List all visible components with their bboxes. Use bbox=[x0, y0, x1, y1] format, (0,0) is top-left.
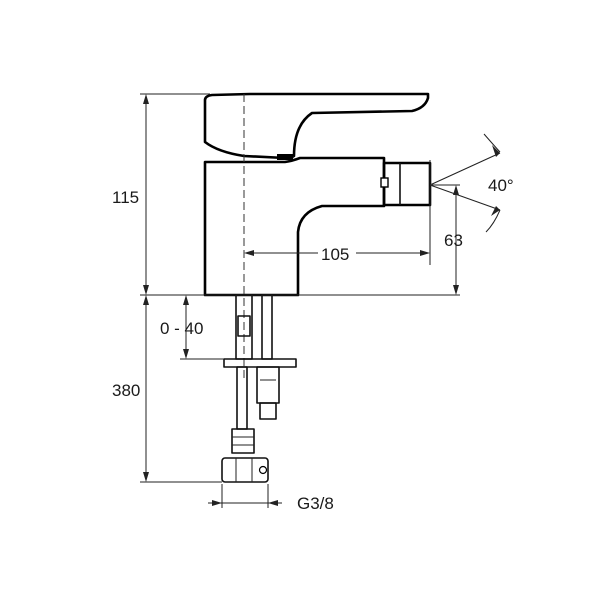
nut-hole bbox=[258, 465, 268, 475]
dim-thread-arrow-right bbox=[268, 500, 278, 506]
dim-spray-angle: 40° bbox=[429, 133, 514, 233]
dim-105-arrow-right bbox=[420, 250, 430, 256]
dim-115-arrow-bottom bbox=[143, 285, 149, 295]
dim-thread: G3/8 bbox=[208, 494, 334, 513]
flexible-hose bbox=[236, 366, 248, 430]
dim-spout-height: 63 bbox=[444, 185, 463, 295]
dim-380-arrow-bottom bbox=[143, 472, 149, 482]
body-block bbox=[203, 156, 386, 297]
dim-105-arrow-left bbox=[244, 250, 254, 256]
dim-115-label: 115 bbox=[112, 188, 139, 207]
mounting-rod bbox=[261, 294, 273, 360]
dim-380-arrow-top bbox=[143, 295, 149, 305]
dim-angle-label: 40° bbox=[488, 176, 514, 195]
angle-arc-upper bbox=[483, 133, 501, 153]
dim-63-label: 63 bbox=[444, 231, 463, 250]
dim-thread-label: G3/8 bbox=[297, 494, 334, 513]
faucet-body bbox=[203, 156, 432, 297]
angle-arrow-upper bbox=[492, 145, 500, 157]
dim-spout-reach: 105 bbox=[244, 243, 430, 264]
nut-collar bbox=[259, 402, 277, 420]
extension-lines bbox=[140, 93, 460, 508]
dim-105-label: 105 bbox=[321, 245, 349, 264]
dim-040-arrow-bottom bbox=[183, 349, 189, 359]
dim-040-arrow-top bbox=[183, 295, 189, 305]
dim-040-label: 0 - 40 bbox=[160, 319, 203, 338]
dim-105-label-bg bbox=[318, 243, 356, 263]
lever[interactable] bbox=[203, 92, 430, 160]
angle-arrow-lower bbox=[491, 206, 500, 216]
fixing-nut bbox=[256, 366, 280, 404]
lever-joint bbox=[277, 154, 293, 160]
lever-handle[interactable] bbox=[203, 92, 430, 160]
shank-thread bbox=[237, 315, 251, 337]
angle-ray-lower bbox=[429, 184, 501, 211]
dim-380-label: 380 bbox=[112, 381, 140, 400]
fixing-plate bbox=[223, 358, 297, 368]
dim-deck-thickness: 0 - 40 bbox=[160, 295, 203, 359]
dim-115-arrow-top bbox=[143, 94, 149, 104]
mounting-parts bbox=[221, 294, 297, 483]
dim-total-height: 115 bbox=[112, 94, 149, 295]
dim-thread-arrow-left bbox=[212, 500, 222, 506]
dim-63-arrow-top bbox=[453, 185, 459, 195]
dim-63-arrow-bottom bbox=[453, 285, 459, 295]
hose-fitting bbox=[231, 428, 255, 454]
angle-arc-lower bbox=[485, 209, 501, 233]
aerator-button bbox=[380, 177, 389, 188]
dim-hose-length: 380 bbox=[112, 295, 149, 482]
spout-aerator bbox=[382, 161, 432, 207]
angle-ray-upper bbox=[429, 152, 501, 186]
connector-nut bbox=[221, 457, 269, 483]
